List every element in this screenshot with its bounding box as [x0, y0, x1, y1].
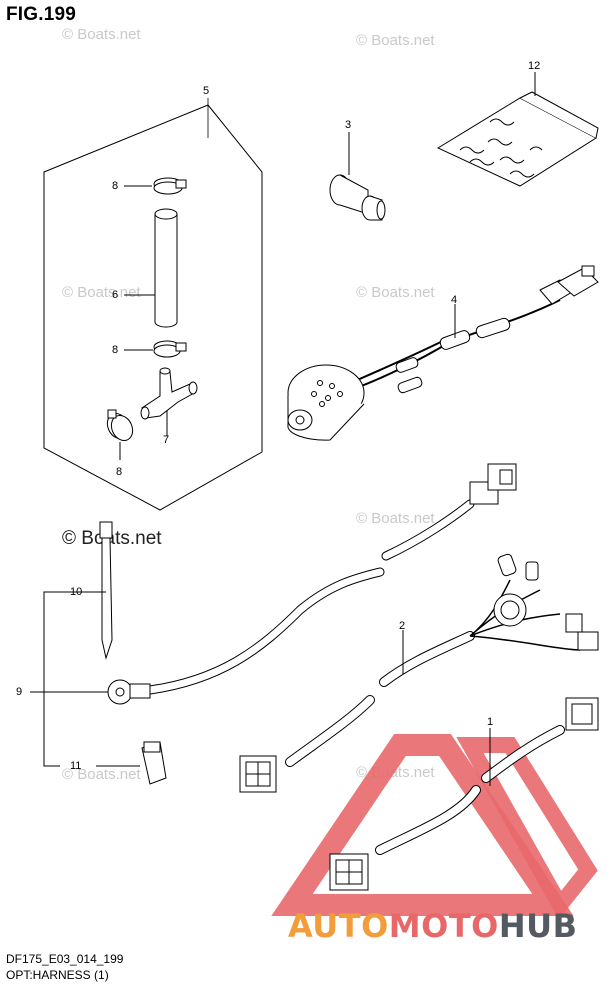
callout-8: 8 — [116, 466, 123, 478]
figure-title: FIG.199 — [6, 4, 77, 25]
kit-boundary — [43, 104, 263, 511]
watermark: © Boats.net — [356, 284, 435, 301]
hose-clamp-part — [106, 409, 134, 460]
watermark: © Boats.net — [356, 510, 435, 527]
brand-part-auto: AUTO — [288, 907, 389, 945]
callout-3: 3 — [345, 119, 352, 131]
extension-harness-part — [329, 697, 599, 891]
callout-7: 7 — [163, 434, 170, 446]
ground-wire-part — [107, 463, 517, 705]
watermark: © Boats.net — [356, 32, 435, 49]
callout-2: 2 — [399, 620, 406, 632]
callout-10: 10 — [70, 586, 83, 598]
buzzer-harness-part — [287, 265, 599, 441]
callout-8: 8 — [112, 180, 119, 192]
brand-wordmark: AUTOMOTOHUB — [288, 907, 578, 945]
ties-bag-part — [436, 72, 599, 187]
hose-clamp-part — [124, 177, 187, 195]
tee-fitting-part — [140, 367, 198, 436]
callout-12: 12 — [528, 60, 541, 72]
callout-11: 11 — [70, 760, 82, 772]
brand-part-moto: MOTO — [388, 907, 499, 945]
brand-triangle-logo-inner — [456, 737, 598, 920]
diagram-code: DF175_E03_014_199 — [6, 952, 124, 966]
callout-9: 9 — [16, 686, 23, 698]
callout-6: 6 — [112, 289, 119, 301]
hose-part — [124, 208, 178, 328]
callout-bracket — [30, 591, 140, 767]
watermark: © Boats.net — [62, 26, 141, 43]
hose-clamp-part — [124, 340, 187, 358]
watermark: © Boats.net — [62, 766, 141, 783]
diagram-caption: OPT:HARNESS (1) — [6, 968, 109, 982]
callout-5: 5 — [203, 85, 210, 97]
grommet-part — [329, 132, 386, 221]
callout-8: 8 — [112, 344, 119, 356]
watermark: © Boats.net — [62, 284, 141, 301]
callout-4: 4 — [451, 294, 458, 306]
brand-part-hub: HUB — [498, 907, 578, 945]
callout-1: 1 — [487, 716, 494, 728]
fuse-part — [141, 741, 167, 785]
main-harness-part — [239, 553, 599, 793]
